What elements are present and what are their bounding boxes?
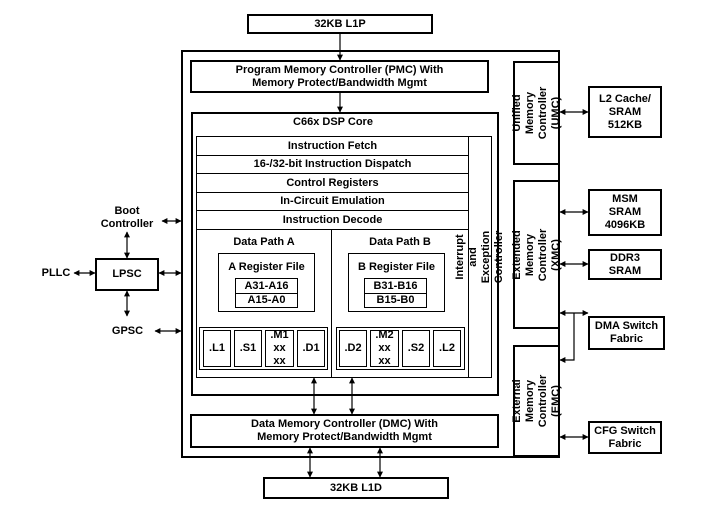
- a-register-file-title: A Register File: [228, 261, 305, 273]
- lpsc: LPSC: [95, 258, 159, 291]
- l1p-memory: 32KB L1P: [247, 14, 433, 34]
- data-path-a-title: Data Path A: [233, 236, 295, 248]
- l1d-memory: 32KB L1D: [263, 477, 449, 499]
- program-memory-controller: Program Memory Controller (PMC) With Mem…: [190, 60, 489, 93]
- msm-sram: MSM SRAM 4096KB: [588, 189, 662, 236]
- data-memory-controller: Data Memory Controller (DMC) With Memory…: [190, 414, 499, 448]
- register-b31-b16: B31-B16: [364, 278, 427, 294]
- pipeline-control-registers: Control Registers: [196, 173, 469, 193]
- unit-s1: .S1: [234, 330, 262, 367]
- unit-m2: .M2 xx xx: [370, 329, 399, 367]
- external-memory-controller: External Memory Controller (EMC): [511, 345, 562, 457]
- unit-s2: .S2: [402, 330, 430, 367]
- dma-switch-fabric: DMA Switch Fabric: [588, 316, 665, 350]
- register-b15-b0: B15-B0: [364, 293, 427, 308]
- cfg-switch-fabric: CFG Switch Fabric: [588, 421, 662, 454]
- core-title: C66x DSP Core: [293, 116, 373, 128]
- functional-units-b: [336, 327, 465, 370]
- b-register-file-title: B Register File: [357, 261, 436, 273]
- gpsc: GPSC: [111, 325, 144, 337]
- pipeline-instruction-dispatch: 16-/32-bit Instruction Dispatch: [196, 155, 469, 174]
- data-path-b-title: Data Path B: [369, 236, 431, 248]
- l2-cache-sram: L2 Cache/ SRAM 512KB: [588, 86, 662, 138]
- functional-units-a: [199, 327, 328, 370]
- unit-l1: .L1: [203, 330, 231, 367]
- interrupt-exception-controller: Interrupt and Exception Controller: [454, 136, 505, 378]
- extended-memory-controller: Extended Memory Controller (XMC): [511, 180, 562, 329]
- b-register-file: [348, 253, 445, 312]
- pipeline-instruction-decode: Instruction Decode: [196, 210, 469, 230]
- ddr3-sram: DDR3 SRAM: [588, 249, 662, 280]
- boot-controller: Boot Controller: [100, 205, 154, 230]
- arrow-emc-dma: [559, 313, 575, 363]
- unit-d2: .D2: [339, 330, 367, 367]
- data-path-b: [331, 229, 469, 378]
- a-register-file: [218, 253, 315, 312]
- dsp-core: [191, 112, 499, 396]
- pipeline-in-circuit-emulation: In-Circuit Emulation: [196, 192, 469, 211]
- pipeline-instruction-fetch: Instruction Fetch: [196, 136, 469, 156]
- register-a15-a0: A15-A0: [235, 293, 298, 308]
- unified-memory-controller: Unified Memory Controller (UMC): [511, 61, 562, 165]
- unit-l2: .L2: [433, 330, 461, 367]
- register-a31-a16: A31-A16: [235, 278, 298, 294]
- pllc: PLLC: [41, 267, 71, 279]
- unit-m1: .M1 xx xx: [265, 329, 294, 367]
- unit-d1: .D1: [297, 330, 325, 367]
